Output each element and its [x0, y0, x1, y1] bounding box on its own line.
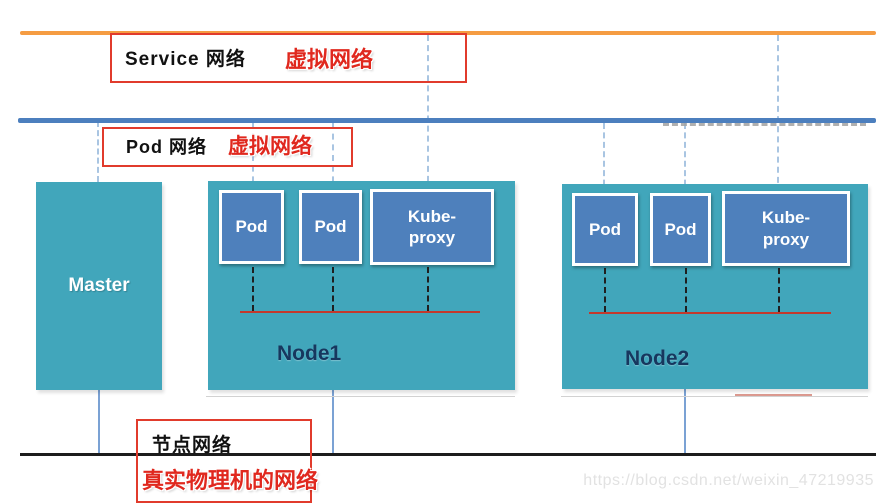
node1-kubeproxy-box: Kube-proxy [370, 189, 494, 265]
node2-pod2-drop [685, 268, 687, 312]
master-label: Master [68, 275, 130, 296]
node1-kubeproxy-label: Kube-proxy [407, 206, 457, 247]
node1-kubeproxy-drop [427, 267, 429, 311]
node2-internal-bus [589, 312, 831, 314]
node-network-label: 节点网络 [152, 435, 233, 456]
node-network-annotation-box [136, 419, 312, 503]
node2-pod2-label: Pod [664, 219, 697, 239]
dashed-connector-podnet-to-node2-pod1 [603, 123, 605, 195]
node-network-annotation: 真实物理机的网络 [142, 468, 319, 493]
master-box: Master [36, 182, 162, 390]
dashed-connector-servicenet-to-node1-kubeproxy [427, 35, 429, 192]
node2-pod1-box: Pod [572, 193, 638, 266]
pod-network-label: Pod 网络 [126, 137, 207, 157]
node2-kubeproxy-label: Kube-proxy [761, 208, 811, 249]
node-network-line [20, 453, 876, 456]
dashed-connector-podnet-to-node1-pod2 [332, 123, 334, 193]
node2-pod1-label: Pod [588, 219, 622, 239]
pod-network-annotation-box [102, 127, 353, 167]
podnet-line-shadow [663, 123, 866, 126]
service-network-annotation-box [110, 33, 467, 83]
pod-network-annotation: 虚拟网络 [228, 135, 312, 158]
link-master-to-nodenet [98, 390, 100, 453]
node2-label: Node2 [625, 347, 690, 370]
link-node2-to-nodenet [684, 389, 686, 453]
dashed-connector-podnet-to-master [97, 121, 99, 182]
service-network-annotation: 虚拟网络 [285, 47, 374, 72]
node1-pod2-box: Pod [299, 190, 362, 264]
node1-pod1-box: Pod [219, 190, 284, 264]
node1-pod1-label: Pod [235, 217, 268, 236]
node1-pod2-label: Pod [314, 217, 347, 236]
node1-pod1-drop [252, 267, 254, 311]
node2-pod1-drop [604, 268, 606, 312]
pod-network-line [18, 118, 876, 123]
node1-label: Node1 [277, 342, 342, 365]
dashed-connector-podnet-to-node2-pod2 [684, 123, 686, 195]
service-network-label: Service 网络 [125, 49, 246, 70]
node2-kubeproxy-drop [778, 268, 780, 312]
node1-pod2-drop [332, 267, 334, 311]
link-node1-to-nodenet [332, 390, 334, 453]
watermark-text: https://blog.csdn.net/weixin_47219935 [583, 472, 874, 489]
node1-box: Pod Pod Kube-proxy Node1 [208, 181, 515, 390]
dashed-connector-servicenet-to-node2-kubeproxy [777, 35, 779, 193]
node2-box: Pod Pod Kube-proxy Node2 [562, 184, 868, 389]
node2-kubeproxy-box: Kube-proxy [722, 191, 850, 266]
node2-pink-shadow-line [735, 394, 812, 396]
dashed-connector-podnet-to-node1-pod1 [252, 123, 254, 193]
node1-internal-bus [240, 311, 480, 313]
node2-shadow-line [561, 396, 868, 397]
node1-shadow-line [206, 396, 515, 397]
node2-pod2-box: Pod [650, 193, 711, 266]
